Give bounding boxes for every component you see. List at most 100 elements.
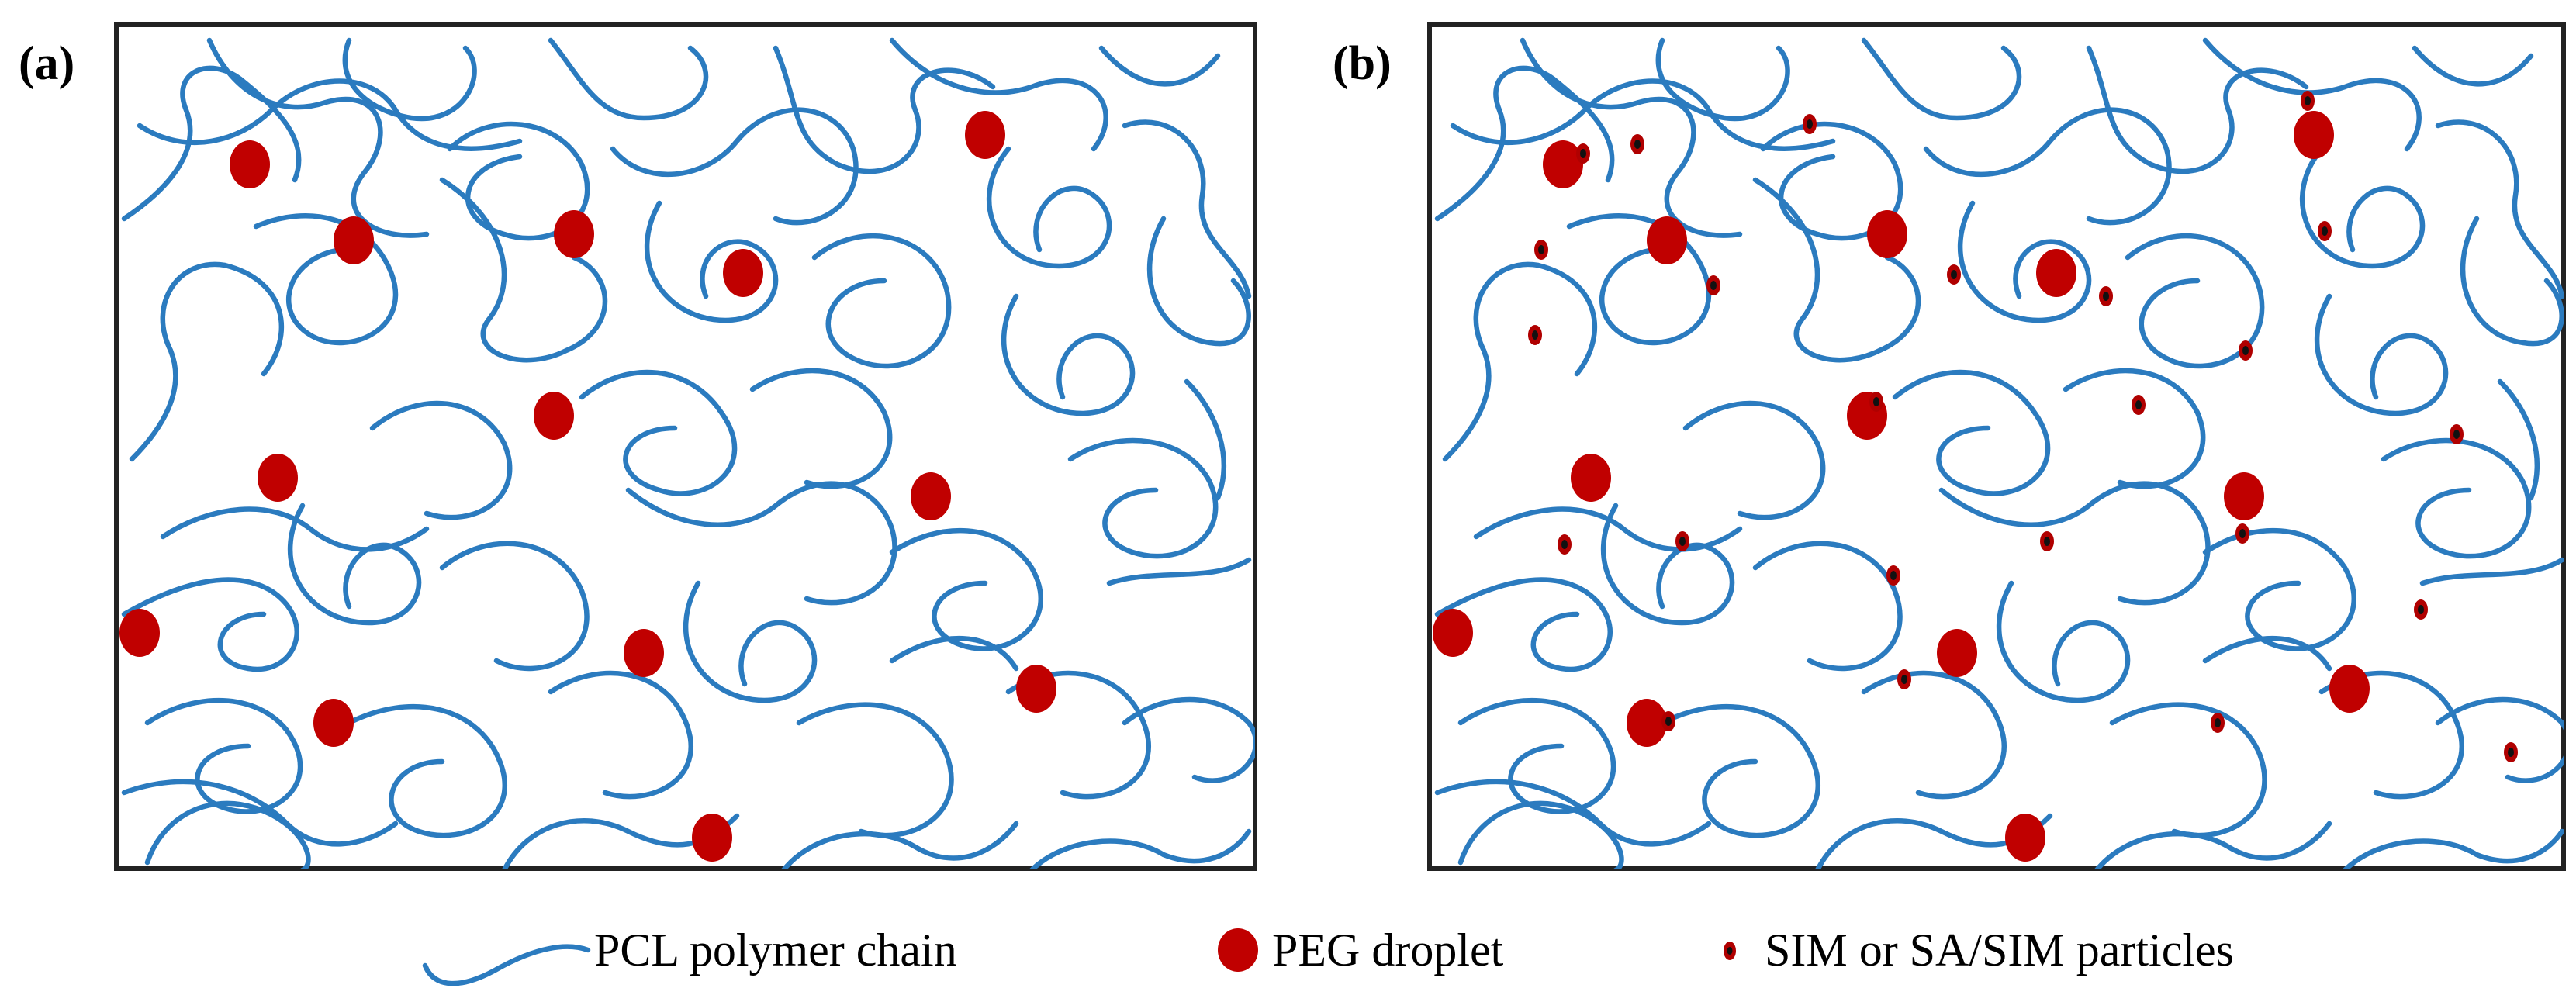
pcl-chain bbox=[137, 78, 523, 151]
legend-item-droplet: PEG droplet bbox=[1218, 924, 1504, 976]
peg-droplet bbox=[554, 210, 594, 258]
pcl-chain bbox=[889, 527, 1043, 651]
pcl-chain bbox=[1146, 216, 1251, 347]
sim-particle bbox=[1675, 531, 1689, 551]
peg-droplet bbox=[2329, 665, 2370, 713]
pcl-chain bbox=[2435, 119, 2564, 299]
legend-item-chain: PCL polymer chain bbox=[422, 924, 957, 986]
sim-particle bbox=[2450, 424, 2464, 444]
pcl-chain bbox=[610, 107, 859, 226]
pcl-chain bbox=[1752, 541, 1903, 672]
pcl-chain bbox=[889, 37, 1108, 152]
pcl-chain bbox=[2460, 216, 2564, 347]
panel-b-particles bbox=[1528, 91, 2518, 762]
peg-droplet bbox=[334, 216, 374, 264]
pcl-chain bbox=[1600, 503, 1735, 626]
pcl-chain bbox=[2314, 293, 2449, 416]
sim-particle bbox=[1661, 711, 1675, 731]
peg-droplet bbox=[2005, 814, 2045, 862]
peg-droplet bbox=[258, 454, 298, 502]
pcl-chain bbox=[253, 213, 399, 346]
pcl-chain bbox=[160, 506, 430, 552]
panel-a: (a) bbox=[19, 22, 1257, 871]
peg-droplet bbox=[1647, 216, 1687, 264]
sim-particle bbox=[2318, 221, 2332, 241]
pcl-chain bbox=[2109, 702, 2267, 838]
pcl-chain bbox=[548, 37, 709, 121]
pcl-chain bbox=[1892, 369, 2051, 496]
pcl-chain bbox=[811, 233, 952, 369]
peg-droplet bbox=[723, 249, 763, 297]
pcl-chain bbox=[889, 635, 1019, 672]
pcl-chain bbox=[987, 146, 1112, 269]
peg-droplet bbox=[2036, 249, 2076, 297]
sim-particle bbox=[1706, 275, 1720, 295]
pcl-chain bbox=[1996, 580, 2131, 703]
pcl-chain bbox=[287, 503, 422, 626]
pcl-chain bbox=[1457, 800, 1624, 869]
pcl-chain bbox=[644, 200, 779, 323]
panel-b-droplets bbox=[1433, 111, 2370, 862]
pcl-chain bbox=[121, 65, 302, 222]
pcl-chain bbox=[129, 261, 284, 462]
sim-particle bbox=[1558, 534, 1572, 555]
legend-droplet-swatch bbox=[1218, 928, 1258, 972]
pcl-chain bbox=[1184, 378, 1227, 501]
peg-droplet bbox=[2224, 472, 2264, 520]
pcl-chain bbox=[1450, 78, 1836, 151]
pcl-chain bbox=[1861, 670, 2007, 800]
sim-particle bbox=[1947, 264, 1961, 285]
pcl-chain bbox=[1682, 400, 1826, 520]
panel-a-chains bbox=[121, 37, 1255, 869]
sim-particle bbox=[1528, 325, 1542, 345]
pcl-chain bbox=[2202, 37, 2422, 152]
peg-droplet bbox=[534, 392, 574, 440]
peg-droplet bbox=[313, 699, 354, 747]
sim-particle bbox=[1803, 114, 1817, 134]
sim-particle bbox=[2239, 340, 2253, 361]
pcl-chain bbox=[1106, 557, 1252, 586]
pcl-chain bbox=[1001, 293, 1136, 416]
pcl-chain bbox=[121, 577, 299, 672]
sim-particle bbox=[2211, 713, 2225, 733]
pcl-chain bbox=[2343, 828, 2564, 869]
peg-droplet bbox=[624, 629, 664, 677]
pcl-chain bbox=[2300, 146, 2426, 269]
panel-b-label: (b) bbox=[1333, 37, 1392, 90]
pcl-chain bbox=[2063, 368, 2206, 489]
pcl-chain bbox=[1473, 506, 1743, 552]
pcl-chain bbox=[1566, 213, 1712, 346]
peg-droplet bbox=[1571, 454, 1611, 502]
pcl-chain bbox=[439, 177, 608, 363]
pcl-chain bbox=[144, 697, 303, 814]
legend-item-particle: SIM or SA/SIM particles bbox=[1724, 924, 2234, 976]
legend-chain-swatch bbox=[422, 944, 591, 986]
peg-droplet bbox=[1937, 629, 1977, 677]
pcl-chain bbox=[579, 369, 738, 496]
panel-b-frame bbox=[1427, 22, 2566, 871]
pcl-chain bbox=[144, 800, 311, 869]
peg-droplet bbox=[230, 140, 270, 188]
pcl-chain bbox=[1655, 37, 1790, 122]
pcl-chain bbox=[548, 670, 694, 800]
peg-droplet bbox=[1867, 210, 1907, 258]
pcl-chain bbox=[1957, 200, 2092, 323]
pcl-chain bbox=[749, 368, 893, 489]
pcl-chain bbox=[2412, 45, 2534, 87]
sim-particle bbox=[2504, 742, 2518, 762]
sim-particle bbox=[2040, 531, 2054, 551]
legend-particle-core bbox=[1727, 947, 1733, 955]
legend-droplet-label: PEG droplet bbox=[1272, 924, 1504, 976]
pcl-chain bbox=[1861, 37, 2022, 121]
pcl-chain bbox=[1122, 119, 1252, 299]
sim-particle bbox=[1576, 143, 1590, 164]
panel-b: (b) bbox=[1333, 22, 2566, 871]
pcl-chain bbox=[2094, 821, 2332, 869]
pcl-chain bbox=[1457, 697, 1616, 814]
peg-droplet bbox=[1543, 140, 1583, 188]
sim-particle bbox=[1534, 240, 1548, 260]
peg-droplet bbox=[1016, 665, 1056, 713]
sim-particle bbox=[1886, 565, 1900, 586]
pcl-chain bbox=[342, 37, 477, 122]
